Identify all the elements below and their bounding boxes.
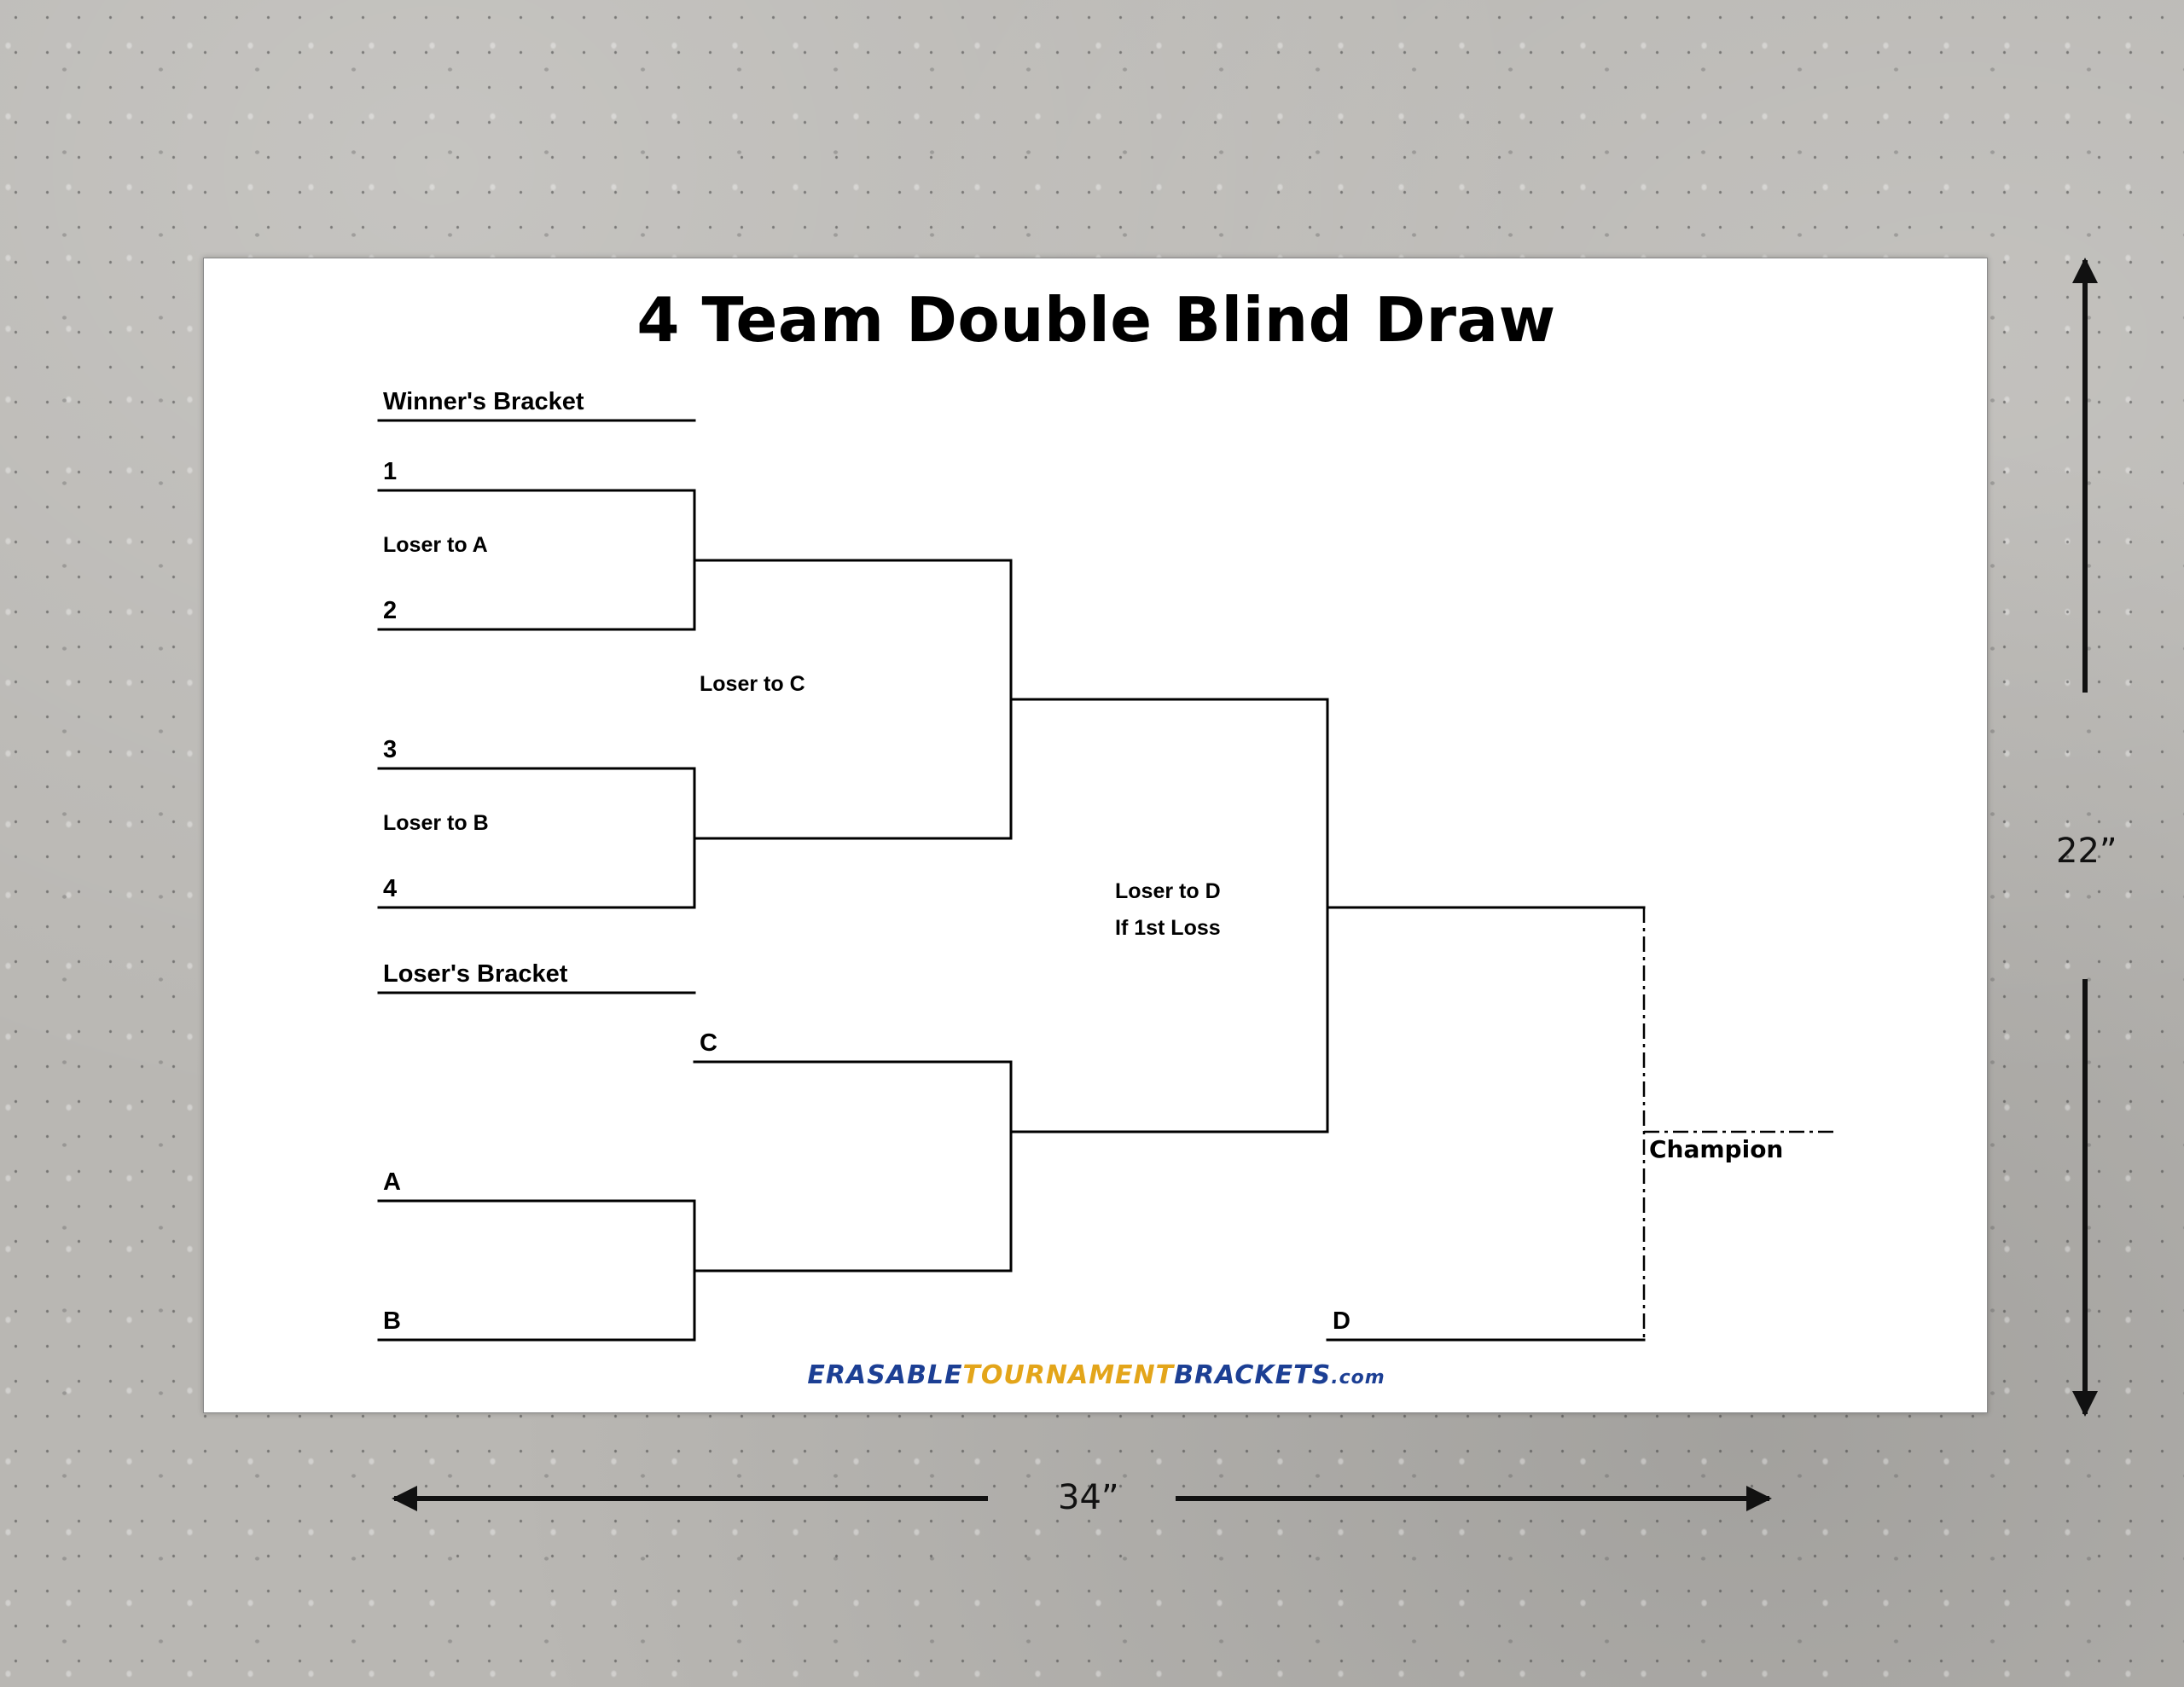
bracket-board: 4 Team Double Blind Draw Winner's Bracke… <box>203 258 1988 1413</box>
height-dimension-label: 22” <box>2056 832 2117 871</box>
brand-logo: ERASABLETOURNAMENTBRACKETS.com <box>204 1360 1989 1390</box>
seed-1-label: 1 <box>383 458 398 485</box>
bracket-lines <box>377 419 1838 1342</box>
loser-to-a-label: Loser to A <box>383 533 488 557</box>
logo-part-com: .com <box>1331 1367 1385 1388</box>
seed-2-label: 2 <box>383 597 398 624</box>
logo-part-erasable: ERASABLE <box>807 1360 963 1390</box>
d-label: D <box>1333 1307 1350 1335</box>
c-label: C <box>700 1029 717 1057</box>
if-first-loss-label: If 1st Loss <box>1115 916 1221 940</box>
a-label: A <box>383 1168 401 1196</box>
loser-to-b-label: Loser to B <box>383 811 489 835</box>
loser-to-d-label: Loser to D <box>1115 879 1221 903</box>
losers-bracket-heading: Loser's Bracket <box>383 960 568 988</box>
winners-bracket-heading: Winner's Bracket <box>383 388 584 415</box>
logo-part-tournament: TOURNAMENT <box>962 1360 1175 1390</box>
seed-4-label: 4 <box>383 875 398 902</box>
seed-3-label: 3 <box>383 736 398 763</box>
logo-part-brackets: BRACKETS <box>1174 1360 1332 1390</box>
b-label: B <box>383 1307 401 1335</box>
page-title: 4 Team Double Blind Draw <box>636 284 1556 356</box>
width-dimension-label: 34” <box>1058 1478 1119 1517</box>
champion-label: Champion <box>1649 1135 1784 1163</box>
loser-to-c-label: Loser to C <box>700 672 805 696</box>
